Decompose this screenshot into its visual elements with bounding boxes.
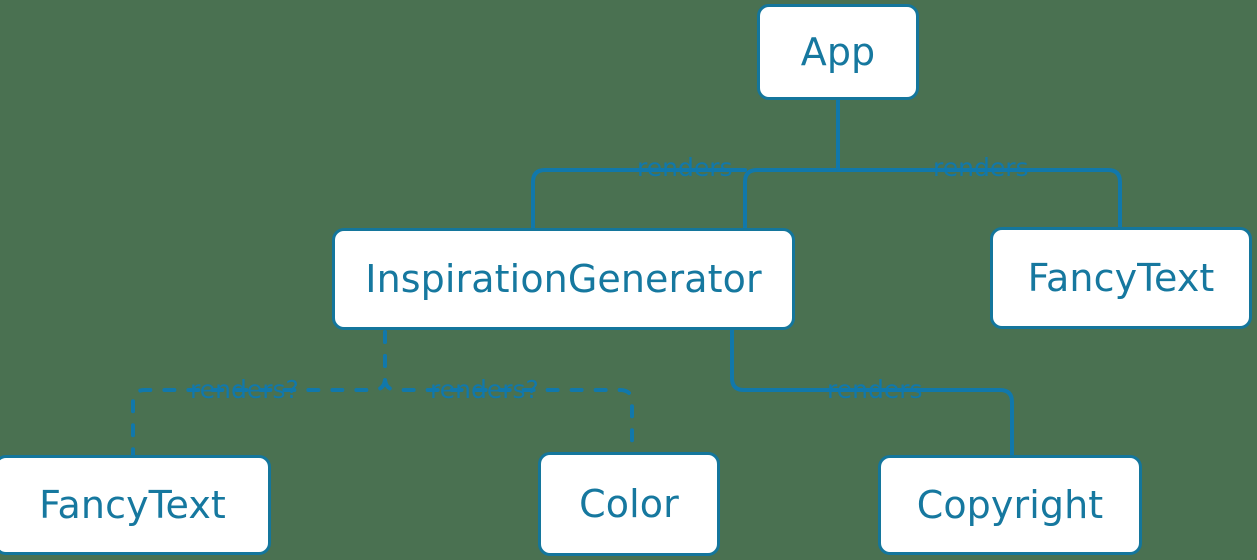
node-color-label: Color [579, 482, 679, 526]
node-app[interactable]: App [757, 4, 919, 100]
node-color[interactable]: Color [538, 452, 720, 556]
node-copyright[interactable]: Copyright [878, 455, 1142, 555]
node-fancytext-right[interactable]: FancyText [990, 227, 1252, 329]
edge-label-inspirationgenerator-color: renders? [430, 375, 539, 404]
edge-inspirationgenerator-to-copyright [730, 328, 1014, 457]
edge-app-to-inspirationgenerator [743, 168, 840, 230]
edge-app-to-fancytext-right [836, 168, 1122, 229]
node-fancytext-bottom[interactable]: FancyText [0, 455, 271, 555]
node-inspirationgenerator[interactable]: InspirationGenerator [332, 228, 795, 330]
edge-app-to-inspirationgenerator-left [531, 168, 547, 230]
node-inspirationgenerator-label: InspirationGenerator [365, 257, 762, 301]
node-copyright-label: Copyright [916, 483, 1104, 527]
edge-label-inspirationgenerator-fancytext: renders? [190, 375, 299, 404]
edge-inspirationgenerator-to-color [383, 330, 634, 454]
node-app-label: App [800, 30, 876, 74]
node-fancytext-bottom-label: FancyText [39, 483, 226, 527]
edge-label-app-inspirationgenerator: renders [637, 153, 733, 182]
edge-label-app-fancytext: renders [933, 153, 1029, 182]
edge-label-inspirationgenerator-copyright: renders [827, 375, 923, 404]
node-fancytext-right-label: FancyText [1027, 256, 1215, 300]
